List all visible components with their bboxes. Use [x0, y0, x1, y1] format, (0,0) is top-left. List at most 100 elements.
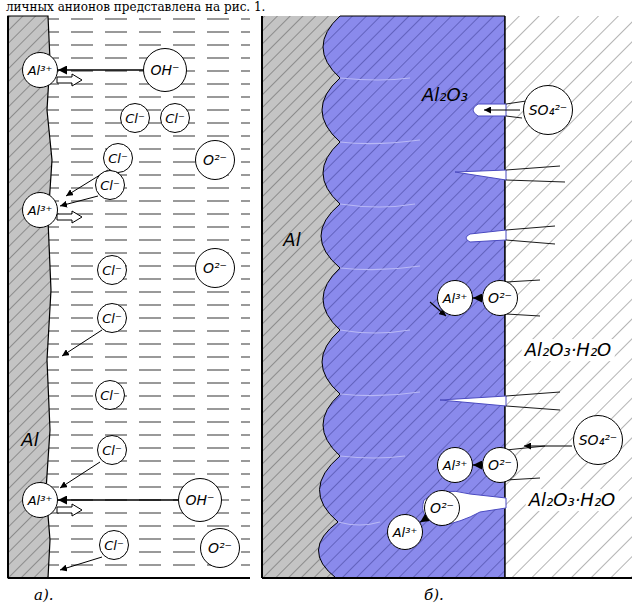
ion-label: Cl⁻ — [102, 264, 122, 277]
ion-label: SO₄²⁻ — [529, 103, 568, 117]
layer-label: Al — [280, 229, 303, 251]
layer-label: Al₂O₃·H₂O — [522, 339, 615, 361]
drawing-line — [506, 180, 565, 182]
layer-label: Al — [18, 429, 41, 451]
drawing-path — [340, 392, 420, 396]
drawing-path — [340, 204, 415, 207]
drawing-line — [506, 314, 540, 316]
ion-label: O²⁻ — [488, 291, 512, 305]
page-text: личных анионов представлена на рис. 1. — [6, 0, 265, 14]
ion-label: Cl⁻ — [102, 444, 122, 457]
ion-arrow — [57, 74, 82, 86]
material-layer: Al — [262, 16, 332, 578]
ion-label: OH⁻ — [186, 493, 215, 507]
ion-circle: Al³⁺ — [387, 514, 423, 550]
hydrated-oxide — [505, 16, 632, 578]
drawing-line — [60, 196, 98, 206]
ion-label: OH⁻ — [151, 63, 180, 77]
frame-line — [8, 577, 250, 579]
grain-boundaries — [338, 78, 420, 525]
ion-label: Al³⁺ — [443, 459, 468, 472]
ion-label: Cl⁻ — [102, 312, 122, 325]
drawing-line — [506, 116, 522, 118]
ion-circle: Cl⁻ — [95, 380, 125, 410]
ion-arrow — [57, 504, 82, 516]
ion-circle: Cl⁻ — [95, 170, 125, 200]
aluminium-metal — [8, 16, 52, 578]
aluminium-metal — [262, 16, 505, 578]
ion-label: SO₄²⁻ — [579, 433, 618, 447]
drawing-path — [340, 78, 410, 80]
drawing-line — [506, 446, 545, 450]
ion-flow-arrow — [473, 297, 482, 298]
ion-circle: Al³⁺ — [22, 192, 58, 228]
drawing-line — [506, 166, 560, 170]
ion-circle: O²⁻ — [482, 447, 518, 483]
ion-circle: Cl⁻ — [97, 435, 127, 465]
ion-circle: O²⁻ — [195, 248, 235, 288]
ion-label: O²⁻ — [203, 261, 227, 275]
ion-label: Cl⁻ — [100, 179, 120, 192]
drawing-path — [338, 522, 380, 525]
drawing-path — [455, 170, 506, 180]
frame-line — [261, 16, 263, 578]
ion-circle: SO₄²⁻ — [523, 85, 573, 135]
drawing-path — [340, 266, 420, 270]
ion-label: O²⁻ — [203, 153, 227, 167]
oxide-layer — [318, 16, 505, 578]
frame-line — [262, 577, 632, 579]
ion-circle: Cl⁻ — [103, 143, 133, 173]
drawing-line — [506, 280, 540, 282]
drawing-line — [60, 557, 102, 570]
layer-label: Al₂O₃ — [419, 84, 471, 106]
ion-circle: Al³⁺ — [437, 447, 473, 483]
ion-circle: Al³⁺ — [437, 280, 473, 316]
drawing-path — [340, 456, 405, 458]
drawing-line — [506, 406, 560, 410]
ion-circle: Cl⁻ — [120, 103, 150, 133]
ion-label: O²⁻ — [488, 458, 512, 472]
ion-flow-arrow — [58, 69, 143, 70]
panel-label: а). — [34, 586, 54, 604]
ion-label: Al³⁺ — [28, 204, 53, 217]
drawing-path — [466, 230, 506, 242]
ion-label: O²⁻ — [430, 501, 454, 515]
drawing-line — [60, 462, 100, 488]
ion-circle: O²⁻ — [424, 490, 460, 526]
drawing-line — [506, 240, 555, 244]
ion-flow-arrow — [420, 518, 427, 522]
ion-label: Cl⁻ — [104, 539, 124, 552]
ion-flow-arrow — [473, 464, 482, 465]
electrolyte — [8, 16, 250, 578]
ion-circle: Al³⁺ — [22, 52, 58, 88]
drawing-line — [484, 109, 520, 110]
ion-flow-arrow — [58, 499, 178, 500]
ion-label: Al³⁺ — [28, 64, 53, 77]
ion-circle: O²⁻ — [482, 280, 518, 316]
drawing-path — [340, 140, 420, 144]
adsorption-arrows — [60, 170, 108, 570]
ion-circle: O²⁻ — [200, 528, 240, 568]
ion-label: Al³⁺ — [443, 292, 468, 305]
layer-label: Al₂O₃·H₂O — [526, 489, 619, 511]
ion-arrow — [57, 211, 82, 223]
ion-label: Cl⁻ — [165, 112, 185, 125]
drawing-path — [440, 396, 506, 406]
material-layer: Al₂O₃·H₂O Al₂O₃·H₂O SO₄²⁻ SO₄²⁻ — [505, 16, 632, 578]
ion-circle: Cl⁻ — [160, 103, 190, 133]
ion-label: Cl⁻ — [125, 112, 145, 125]
ion-circle: O²⁻ — [195, 140, 235, 180]
ion-circle: Cl⁻ — [97, 303, 127, 333]
drawing-line — [506, 226, 555, 230]
ion-circle: Al³⁺ — [22, 482, 58, 518]
ion-circle: SO₄²⁻ — [573, 415, 623, 465]
material-layer: Al₂O₃Al³⁺O²⁻Al³⁺O²⁻O²⁻Al³⁺ — [330, 16, 505, 578]
panel-label: б). — [424, 586, 444, 604]
ion-label: Al³⁺ — [28, 494, 53, 507]
ion-label: Al³⁺ — [393, 526, 418, 539]
ion-label: Cl⁻ — [100, 389, 120, 402]
frame-line — [7, 16, 9, 578]
ion-circle: Cl⁻ — [97, 255, 127, 285]
ion-circle: OH⁻ — [143, 48, 187, 92]
drawing-line — [524, 445, 572, 446]
